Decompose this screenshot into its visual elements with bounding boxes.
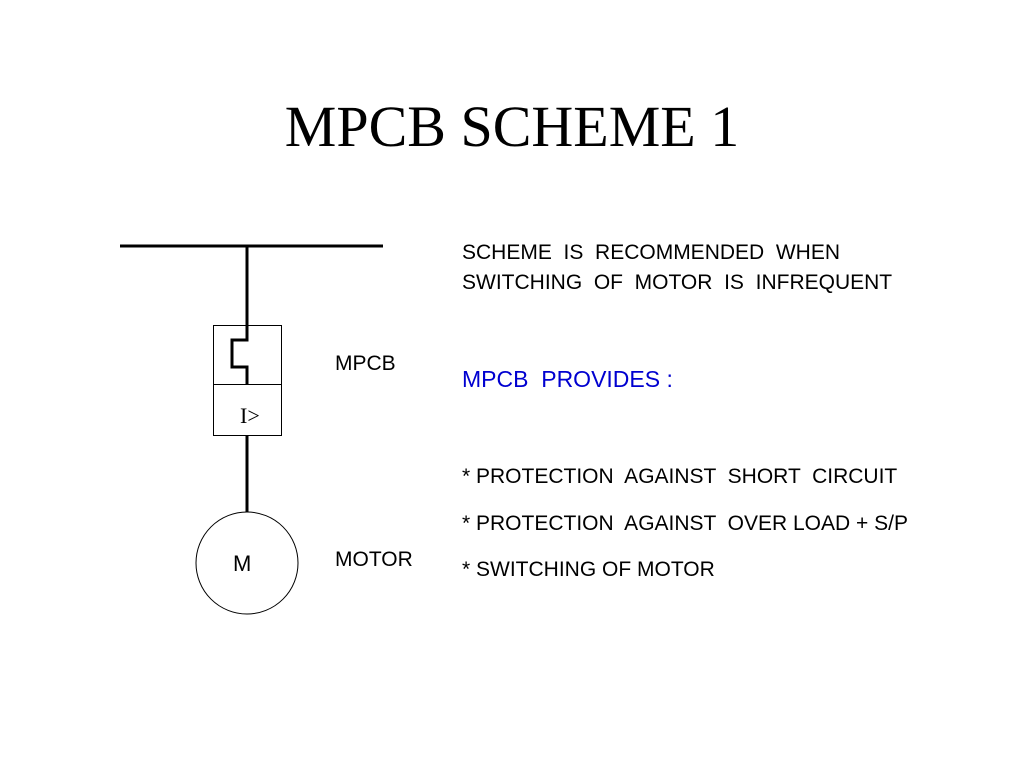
page-title: MPCB SCHEME 1	[284, 94, 740, 159]
bullet-short-circuit: * PROTECTION AGAINST SHORT CIRCUIT	[462, 465, 898, 488]
scheme-note-line-2: SWITCHING OF MOTOR IS INFREQUENT	[462, 271, 893, 294]
mpcb-box-text: I>	[240, 403, 260, 428]
mpcb-label: MPCB	[335, 352, 396, 375]
bullet-switching: * SWITCHING OF MOTOR	[462, 558, 715, 581]
breaker-contact-symbol	[230, 325, 249, 384]
provides-heading: MPCB PROVIDES :	[462, 366, 673, 392]
motor-symbol: M	[233, 551, 252, 576]
motor-label: MOTOR	[335, 548, 413, 571]
bullet-overload: * PROTECTION AGAINST OVER LOAD + S/P	[462, 512, 908, 535]
scheme-note-line-1: SCHEME IS RECOMMENDED WHEN	[462, 241, 841, 264]
motor-circle	[195, 511, 299, 615]
